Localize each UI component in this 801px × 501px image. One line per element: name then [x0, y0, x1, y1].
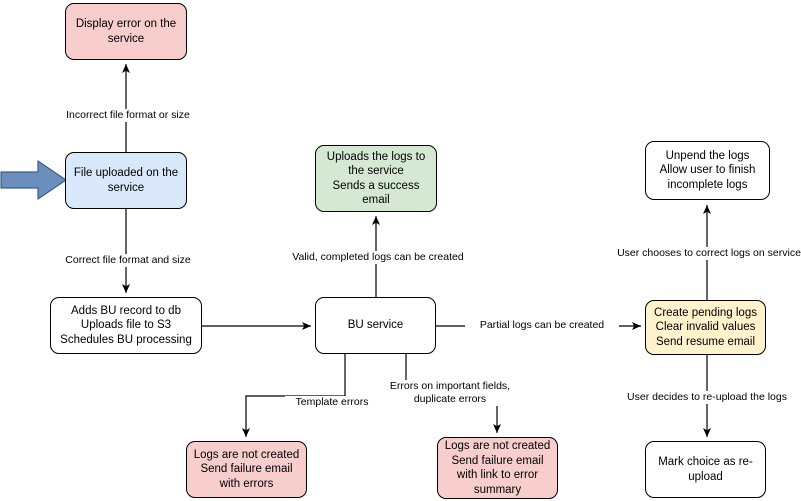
node-unpend-logs[interactable]: Unpend the logs Allow user to finish inc…	[645, 141, 770, 200]
node-uploads-logs-success[interactable]: Uploads the logs to the service Sends a …	[315, 145, 437, 212]
node-file-uploaded[interactable]: File uploaded on the service	[65, 152, 187, 209]
edge-label-correct-file-format: Correct file format and size	[51, 254, 205, 267]
node-display-error[interactable]: Display error on the service	[65, 3, 187, 60]
edge-label-incorrect-file-format: Incorrect file format or size	[51, 109, 205, 122]
process-entry-arrow	[0, 160, 67, 200]
edge-label-user-reupload: User decides to re-upload the logs	[610, 391, 801, 404]
node-logs-not-created-template[interactable]: Logs are not created Send failure email …	[186, 441, 307, 498]
node-adds-bu-record[interactable]: Adds BU record to db Uploads file to S3 …	[50, 297, 202, 354]
edge-label-errors-important-fields: Errors on important fields, duplicate er…	[374, 380, 526, 406]
node-create-pending-logs[interactable]: Create pending logs Clear invalid values…	[645, 300, 766, 355]
node-mark-choice-reupload[interactable]: Mark choice as re- upload	[645, 441, 766, 498]
edge-label-template-errors: Template errors	[285, 396, 379, 409]
edge-label-user-corrects-logs: User chooses to correct logs on service	[602, 247, 801, 260]
edge-label-partial-logs: Partial logs can be created	[465, 319, 619, 332]
edge-label-valid-completed-logs: Valid, completed logs can be created	[276, 251, 480, 264]
node-bu-service[interactable]: BU service	[315, 297, 436, 354]
node-logs-not-created-summary[interactable]: Logs are not created Send failure email …	[437, 437, 558, 499]
